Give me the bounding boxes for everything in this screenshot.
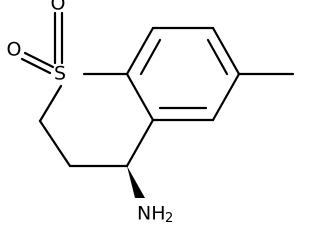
oxygen-top-label: O [51, 0, 66, 15]
sulfonyl-double-bond-left-a [23, 51, 55, 69]
ring-bond-c4-aromatic [125, 118, 155, 168]
sulfur-label: S [54, 63, 66, 85]
oxygen-left-label: O [7, 39, 22, 61]
aromatic-bond-1 [125, 26, 155, 76]
ring-bond-s-c2 [38, 84, 63, 123]
amine-subscript: 2 [165, 211, 173, 226]
aromatic-double-bond-2 [206, 38, 229, 76]
amine-label: NH [137, 203, 166, 225]
structure-canvas: O O S NH 2 [6, 0, 295, 226]
aromatic-double-bond-1 [139, 38, 162, 76]
molecule-structure: O O S NH 2 [7, 0, 295, 226]
aromatic-bond-6 [125, 72, 155, 122]
aromatic-bond-3 [211, 26, 241, 76]
stereo-wedge-bond [127, 166, 145, 198]
sulfonyl-double-bond-left-b [20, 57, 52, 75]
aromatic-bond-4 [211, 72, 241, 122]
ring-bond-c2-c3 [38, 119, 72, 168]
